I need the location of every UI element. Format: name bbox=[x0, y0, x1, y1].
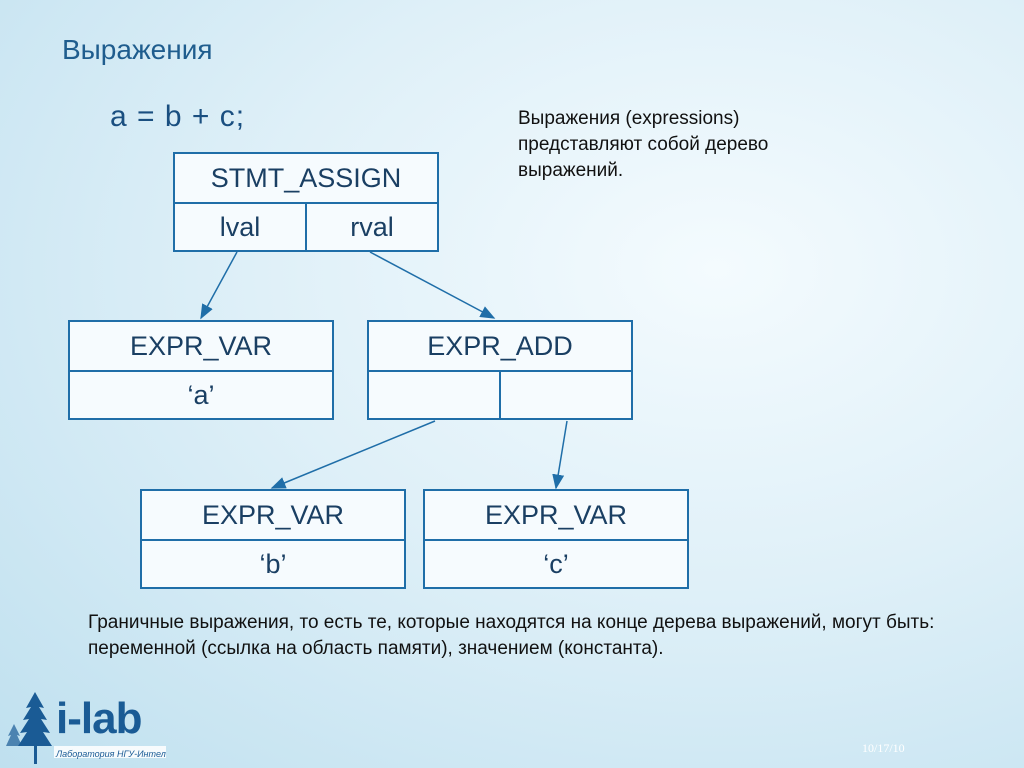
node-stmt-assign: STMT_ASSIGN lval rval bbox=[173, 152, 439, 252]
node-expr-var-a-head: EXPR_VAR bbox=[70, 322, 332, 372]
node-expr-var-b-head: EXPR_VAR bbox=[142, 491, 404, 541]
side-note: Выражения (expressions) представляют соб… bbox=[518, 108, 769, 181]
logo-subtitle: Лаборатория НГУ-Интел bbox=[56, 749, 166, 759]
node-expr-add: EXPR_ADD bbox=[367, 320, 633, 420]
arrow-add-right-to-expr-var-c bbox=[552, 420, 568, 490]
node-expr-var-b-value: ‘b’ bbox=[259, 549, 287, 579]
tree-icon bbox=[6, 692, 166, 764]
node-expr-var-a: EXPR_VAR ‘a’ bbox=[68, 320, 334, 420]
node-expr-add-left bbox=[369, 372, 499, 418]
node-stmt-assign-lval: lval bbox=[219, 212, 261, 242]
arrow-add-left-to-expr-var-b bbox=[270, 420, 436, 489]
node-stmt-assign-rval: rval bbox=[305, 204, 437, 250]
arrow-lval-to-expr-var-a bbox=[200, 251, 238, 320]
node-expr-var-b: EXPR_VAR ‘b’ bbox=[140, 489, 406, 589]
node-expr-var-a-value: ‘a’ bbox=[187, 380, 215, 410]
node-expr-var-c-value: ‘c’ bbox=[543, 549, 569, 579]
node-expr-add-head: EXPR_ADD bbox=[369, 322, 631, 372]
bottom-note: Граничные выражения, то есть те, которые… bbox=[88, 612, 935, 659]
node-expr-var-c-head: EXPR_VAR bbox=[425, 491, 687, 541]
node-expr-var-c: EXPR_VAR ‘c’ bbox=[423, 489, 689, 589]
node-stmt-assign-head: STMT_ASSIGN bbox=[175, 154, 437, 204]
code-expression: a = b + c; bbox=[110, 100, 246, 133]
arrow-rval-to-expr-add bbox=[369, 251, 496, 319]
logo-name: i-lab bbox=[56, 694, 142, 743]
slide-title: Выражения bbox=[62, 34, 213, 65]
slide-date: 10/17/10 bbox=[862, 741, 905, 755]
node-expr-add-right bbox=[499, 372, 631, 418]
